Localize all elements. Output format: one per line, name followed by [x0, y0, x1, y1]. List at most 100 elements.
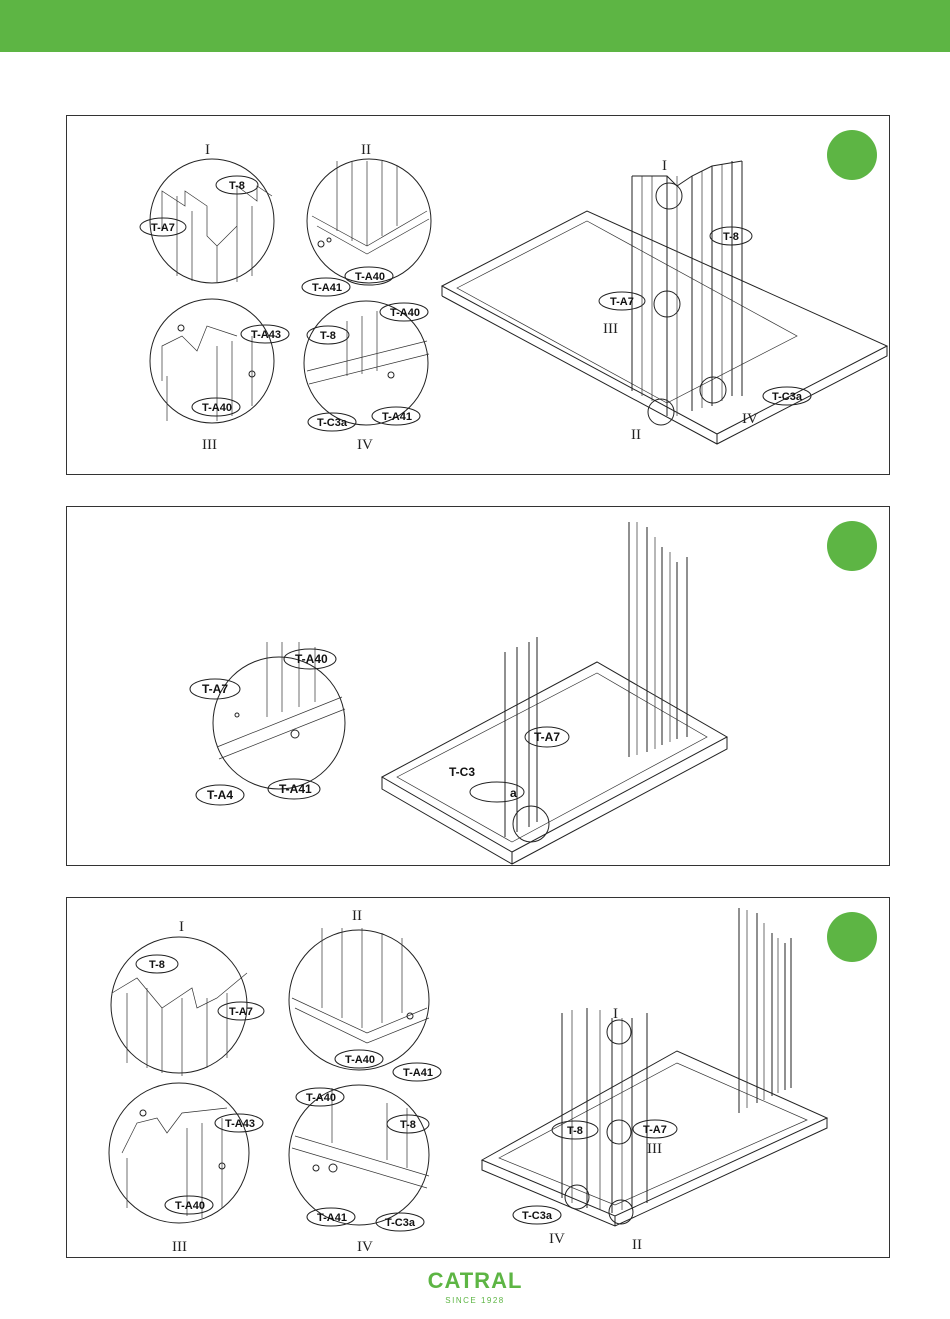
callout-circle-II [609, 1200, 633, 1224]
part-label-t8-b: T-8 [387, 1115, 429, 1133]
callout-I: I [662, 158, 667, 174]
svg-text:T-C3a: T-C3a [522, 1210, 553, 1222]
svg-text:a: a [510, 786, 517, 800]
svg-text:T-A7: T-A7 [534, 730, 560, 744]
svg-text:T-A41: T-A41 [279, 782, 312, 796]
callout-IV: IV [549, 1231, 565, 1247]
part-label-ta41-b: T-A41 [307, 1208, 355, 1226]
callout-I: I [613, 1006, 618, 1022]
part-label-ta40-c: T-A40 [296, 1088, 344, 1106]
svg-text:T-A40: T-A40 [390, 307, 420, 319]
main-label-tc3: T-C3 [449, 765, 475, 779]
step-marker-2 [827, 521, 877, 571]
part-label-tc3a: T-C3a [376, 1213, 424, 1231]
top-banner [0, 0, 950, 52]
part-label-t8: T-8 [216, 176, 258, 194]
brand-logo-text: CATRAL [0, 1268, 950, 1294]
detail-4-circle [304, 301, 429, 425]
detail-label-ta4: T-A4 [196, 785, 244, 805]
svg-text:T-A41: T-A41 [403, 1067, 433, 1079]
svg-text:T-A43: T-A43 [251, 329, 281, 341]
svg-text:T-8: T-8 [400, 1119, 416, 1131]
part-label-t8: T-8 [136, 955, 178, 973]
svg-text:T-C3a: T-C3a [772, 391, 803, 403]
detail-4-title: IV [357, 1239, 373, 1255]
detail-4-circle [289, 1085, 429, 1225]
svg-text:T-8: T-8 [567, 1125, 583, 1137]
main-label-ta7: T-A7 [633, 1120, 677, 1138]
svg-text:T-A40: T-A40 [306, 1092, 336, 1104]
step-3-illustration: I T-8 T-A7 II T-A40 T-A41 [67, 898, 891, 1259]
detail-2-circle [289, 928, 429, 1070]
part-label-ta41-a: T-A41 [302, 278, 350, 296]
detail-1-title: I [205, 142, 210, 158]
detail-1-circle [150, 159, 274, 283]
detail-1-title: I [179, 919, 184, 935]
callout-II: II [632, 1237, 642, 1253]
main-label-ta7: T-A7 [599, 292, 645, 310]
svg-text:T-A40: T-A40 [295, 652, 328, 666]
part-label-ta7: T-A7 [140, 218, 186, 236]
svg-text:T-A7: T-A7 [151, 222, 175, 234]
svg-text:T-A4: T-A4 [207, 788, 233, 802]
part-label-t8-b: T-8 [307, 326, 349, 344]
part-label-ta40-b: T-A40 [165, 1196, 213, 1214]
part-label-ta40-c: T-A40 [380, 303, 428, 321]
wall-panel-front [562, 1008, 647, 1213]
part-label-tc3a: T-C3a [308, 413, 356, 431]
svg-text:T-A7: T-A7 [643, 1124, 667, 1136]
svg-text:T-8: T-8 [320, 330, 336, 342]
svg-text:T-A7: T-A7 [229, 1006, 253, 1018]
part-label-ta40-a: T-A40 [335, 1050, 383, 1068]
detail-label-ta40: T-A40 [284, 649, 336, 669]
wall-panel-tall [629, 522, 687, 757]
svg-text:T-8: T-8 [229, 180, 245, 192]
main-label-t8: T-8 [710, 227, 752, 245]
callout-circle-II [648, 399, 674, 425]
svg-text:T-A40: T-A40 [202, 402, 232, 414]
callout-circle-I [656, 183, 682, 209]
svg-text:T-8: T-8 [149, 959, 165, 971]
svg-text:T-A41: T-A41 [312, 282, 342, 294]
brand-tagline: SINCE 1928 [0, 1296, 950, 1305]
callout-III: III [647, 1141, 662, 1157]
callout-IV: IV [742, 411, 758, 427]
floor-frame [442, 211, 887, 444]
step-1-illustration: I T-8 T-A7 II T-A40 T-A41 [67, 116, 891, 476]
wall-panel-back [739, 908, 791, 1113]
part-label-ta40-b: T-A40 [192, 398, 240, 416]
wall-panel [632, 161, 742, 416]
part-label-ta41-b: T-A41 [372, 407, 420, 425]
svg-text:T-C3a: T-C3a [317, 417, 348, 429]
floor-frame [382, 662, 727, 864]
callout-circle-I [607, 1020, 631, 1044]
detail-label-ta7: T-A7 [190, 679, 240, 699]
main-label-t8: T-8 [552, 1121, 598, 1139]
svg-text:T-A40: T-A40 [345, 1054, 375, 1066]
step-marker-3 [827, 912, 877, 962]
detail-4-title: IV [357, 437, 373, 453]
svg-text:T-A41: T-A41 [317, 1212, 347, 1224]
callout-III: III [603, 321, 618, 337]
detail-3-title: III [202, 437, 217, 453]
footer-brand: CATRAL SINCE 1928 [0, 1268, 950, 1305]
svg-text:T-A7: T-A7 [610, 296, 634, 308]
detail-2-circle [307, 159, 431, 283]
step-panel-1: I T-8 T-A7 II T-A40 T-A41 [66, 115, 890, 475]
part-label-ta41-a: T-A41 [393, 1063, 441, 1081]
detail-1-circle [111, 937, 247, 1076]
floor-frame [482, 1051, 827, 1226]
step-marker-1 [827, 130, 877, 180]
svg-text:T-A40: T-A40 [355, 271, 385, 283]
step-panel-2: T-A40 T-A7 T-A4 T-A41 T-A7 [66, 506, 890, 866]
callout-circle-a [513, 806, 549, 842]
main-label-a: a [470, 782, 524, 802]
svg-text:T-A41: T-A41 [382, 411, 412, 423]
part-label-ta43: T-A43 [241, 325, 289, 343]
callout-circle-III [607, 1120, 631, 1144]
svg-text:T-8: T-8 [723, 231, 739, 243]
main-label-ta7: T-A7 [525, 727, 569, 747]
callout-II: II [631, 427, 641, 443]
svg-text:T-A40: T-A40 [175, 1200, 205, 1212]
step-panel-3: I T-8 T-A7 II T-A40 T-A41 [66, 897, 890, 1258]
